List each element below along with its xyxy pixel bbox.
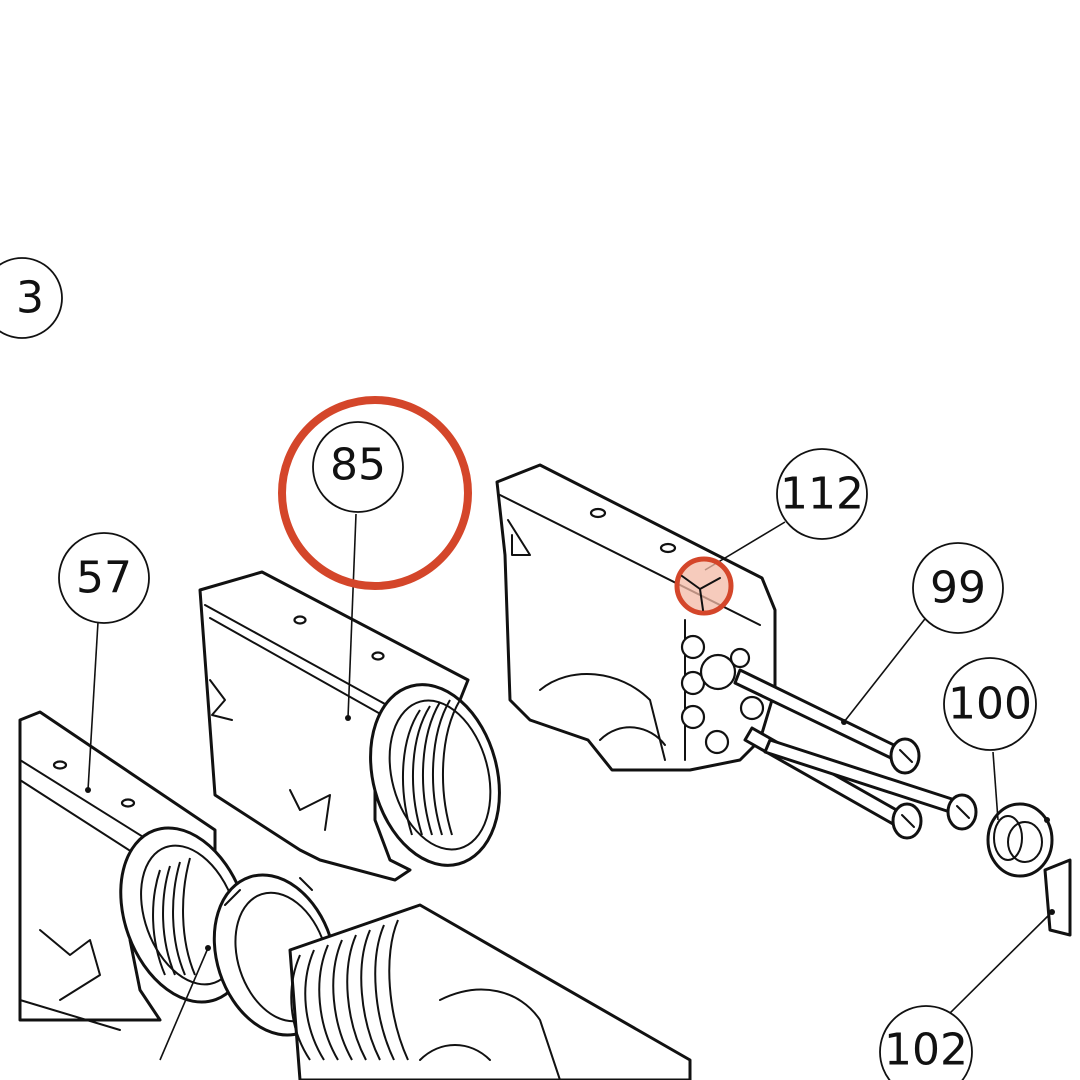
callout-112: 112 xyxy=(776,448,868,540)
corner-edge-112 xyxy=(681,575,721,611)
callout-label-85: 85 xyxy=(330,440,386,491)
barrel xyxy=(288,903,692,1080)
part-112-gas-block-cap xyxy=(495,463,777,772)
part-102-fitting xyxy=(1043,858,1072,937)
part-57-threads xyxy=(152,857,196,976)
callout-label-100: 100 xyxy=(948,679,1032,730)
callout-57: 57 xyxy=(58,532,150,624)
part-100-washer xyxy=(986,802,1054,878)
callout-3: 3 xyxy=(0,257,63,339)
barrel-threads xyxy=(290,919,409,1061)
callout-99: 99 xyxy=(912,542,1004,634)
callout-100: 100 xyxy=(943,657,1037,751)
leader-85 xyxy=(347,513,357,719)
callout-label-102: 102 xyxy=(884,1025,968,1076)
callout-85: 85 xyxy=(312,421,404,513)
callout-102: 102 xyxy=(879,1005,973,1080)
callout-label-3: 3 xyxy=(16,273,44,324)
leader-57 xyxy=(87,621,99,791)
leader-ring xyxy=(159,947,209,1061)
part-85-gas-block xyxy=(198,570,501,882)
callout-label-99: 99 xyxy=(930,563,986,614)
callout-label-112: 112 xyxy=(780,469,864,520)
leader-99 xyxy=(843,614,929,723)
leader-102 xyxy=(944,911,1053,1019)
callout-label-57: 57 xyxy=(76,553,132,604)
part-99-bolts xyxy=(733,668,978,840)
highlight-ring-85 xyxy=(278,396,472,590)
part-85-threads xyxy=(401,699,461,836)
leader-100 xyxy=(992,751,999,821)
part-57-receiver-housing xyxy=(18,710,251,1031)
